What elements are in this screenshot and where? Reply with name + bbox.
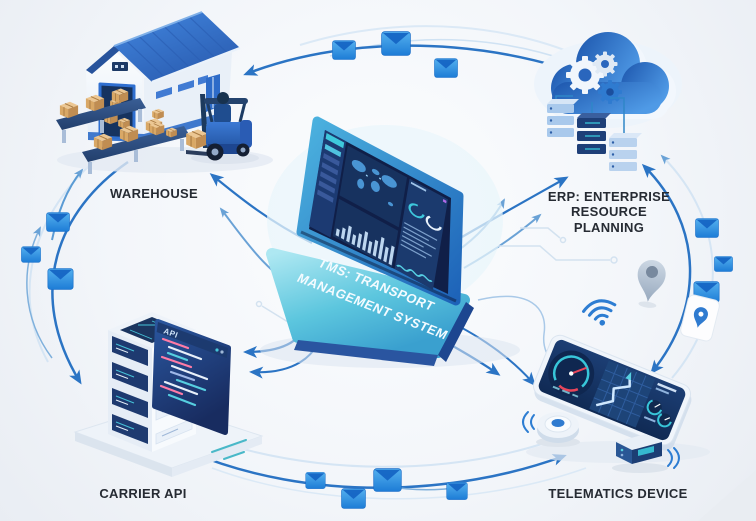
- location-pin-icon: [637, 259, 666, 308]
- message-icon: [332, 40, 356, 60]
- message-icon: [434, 58, 458, 78]
- carrier-api-icon: API: [73, 312, 264, 477]
- message-icon: [446, 482, 468, 500]
- conveyor-icon: [56, 88, 146, 143]
- beacon-icon: [522, 411, 580, 447]
- corner-decoration: [698, 470, 756, 521]
- message-icon: [341, 488, 366, 509]
- warehouse-roof: [114, 12, 240, 82]
- carrier-api-label: CARRIER API: [99, 486, 187, 501]
- erp-icon: [534, 32, 682, 171]
- dashboard-screen-content: [309, 130, 449, 290]
- laptop-icon: TMS: TRANSPORT MANAGEMENT SYSTEM: [255, 116, 618, 368]
- wifi-icon: [582, 299, 617, 326]
- message-icon: [695, 218, 719, 238]
- message-icon: [373, 468, 402, 492]
- warehouse-windows: [156, 75, 208, 99]
- location-pin-icon: [680, 294, 720, 342]
- gps-tracker-icon: [612, 434, 680, 473]
- speedometer-icon: [548, 350, 595, 398]
- forklift-icon: [185, 92, 259, 164]
- gauge-cluster: [643, 382, 677, 428]
- code-window-icon: API: [152, 319, 231, 435]
- warehouse-icon: [56, 11, 273, 174]
- message-icon: [21, 246, 41, 263]
- message-icon: [47, 268, 74, 290]
- conveyor-icon: [82, 118, 190, 174]
- message-icon: [305, 472, 326, 489]
- map-icon: [589, 360, 656, 428]
- message-icon: [46, 212, 70, 232]
- gear-icon: [592, 51, 618, 77]
- laptop-base: [266, 248, 470, 358]
- erp-label: ERP: ENTERPRISE RESOURCE PLANNING: [547, 189, 671, 235]
- server-stack-icon: [547, 99, 642, 171]
- telematics-label: TELEMATICS DEVICE: [548, 486, 688, 501]
- arc-left: [51, 160, 129, 385]
- warehouse-label: WAREHOUSE: [110, 186, 198, 201]
- message-icon: [381, 31, 411, 56]
- dashboard-icon: [532, 334, 692, 451]
- gear-icon: [598, 80, 622, 104]
- message-icon: [714, 256, 733, 272]
- arc-right: [641, 163, 692, 375]
- telematics-icon: [522, 259, 720, 473]
